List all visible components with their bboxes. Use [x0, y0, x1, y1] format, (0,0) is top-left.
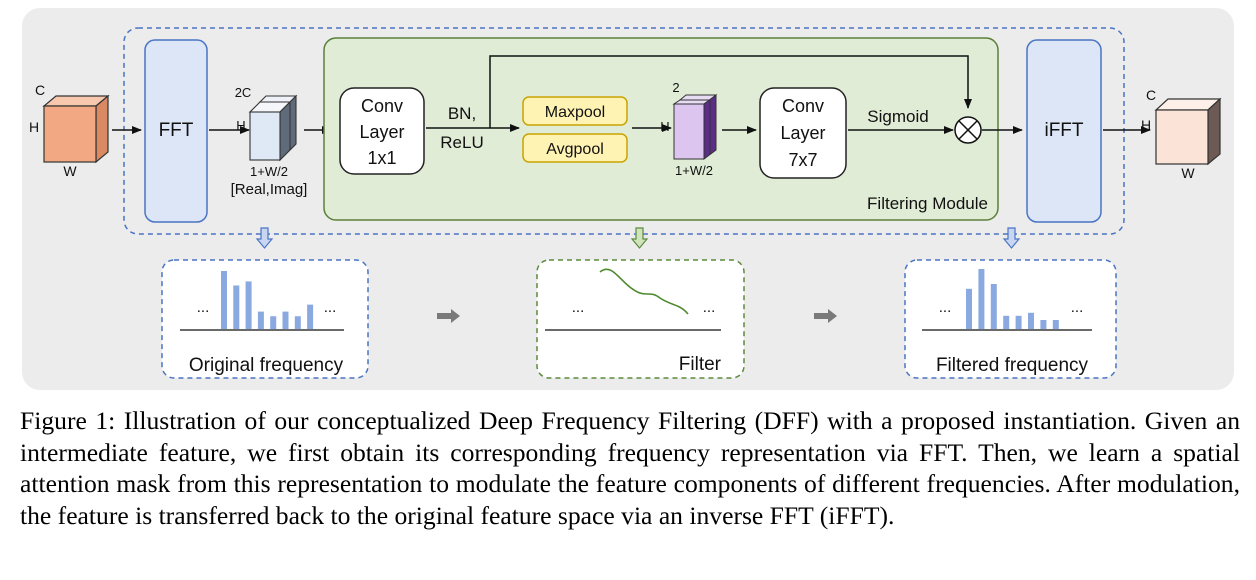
input-h-label: H [29, 119, 39, 135]
spectrum-feature-cube [248, 94, 298, 162]
original-frequency-panel [161, 259, 369, 379]
gray-arrow-2 [814, 309, 837, 323]
input-feature-cube [42, 94, 110, 164]
filtered-ellipsis-right: ... [1071, 299, 1084, 316]
output-h-label: H [1141, 117, 1151, 133]
filtered-frequency-label: Filtered frequency [936, 355, 1089, 376]
output-feature-cube [1154, 97, 1222, 166]
original-ellipsis-right: ... [324, 299, 337, 316]
pooled-w-label: 1+W/2 [675, 163, 713, 178]
filter-panel [536, 259, 745, 379]
ifft-label: iFFT [1044, 120, 1083, 141]
original-bar [221, 271, 227, 329]
original-bar [233, 285, 240, 329]
filtered-ellipsis-left: ... [939, 299, 952, 316]
conv1-line-2: Layer [359, 122, 404, 142]
original-frequency-label: Original frequency [189, 355, 344, 376]
spectrum-w-label: 1+W/2 [250, 164, 288, 179]
original-bar [245, 281, 252, 329]
avgpool-label: Avgpool [546, 141, 604, 158]
spectrum-c-label: 2C [235, 85, 252, 100]
filtered-bar [1015, 315, 1022, 329]
original-bar [282, 311, 289, 329]
sigmoid-label: Sigmoid [867, 107, 928, 126]
original-ellipsis-left: ... [197, 299, 210, 316]
skip-connection-line [489, 55, 972, 128]
filter-curve [599, 268, 689, 315]
input-w-label: W [63, 163, 77, 179]
filtering-module-label: Filtering Module [867, 194, 988, 213]
relu-label: ReLU [440, 133, 483, 152]
original-bar [270, 316, 277, 329]
conv7-line-1: Conv [782, 96, 824, 116]
conv7-line-2: Layer [780, 123, 825, 143]
gray-arrow-1 [437, 309, 460, 323]
dff-diagram: C H W FFT 2C H 1+W/2 [Real,Imag] Filteri… [22, 8, 1234, 390]
maxpool-label: Maxpool [545, 104, 605, 121]
multiply-icon [954, 116, 982, 144]
original-bar [307, 304, 314, 329]
conv7-line-3: 7x7 [788, 150, 817, 170]
avgpool-box [522, 133, 628, 163]
output-w-label: W [1181, 165, 1195, 181]
filtered-frequency-panel [904, 259, 1117, 379]
conv1-line-1: Conv [361, 96, 403, 116]
dff-block-container [123, 27, 1125, 235]
down-arrow-filtered [1002, 227, 1021, 249]
filtered-bar [990, 284, 997, 329]
down-arrow-filter [630, 227, 649, 249]
filter-ellipsis-left: ... [572, 299, 585, 316]
filtered-bar [1040, 320, 1047, 329]
pooled-feature-cube [672, 94, 718, 160]
filtered-bar [978, 269, 985, 329]
pooled-c-label: 2 [672, 80, 679, 95]
caption-text: Illustration of our conceptualized Deep … [20, 406, 1240, 530]
filtered-bar [966, 288, 972, 329]
filtered-bar [1052, 320, 1059, 329]
spectrum-real-imag-label: [Real,Imag] [231, 181, 308, 198]
down-arrow-original [255, 227, 274, 249]
output-c-label: C [1146, 87, 1156, 103]
maxpool-box [522, 96, 628, 126]
conv1-line-3: 1x1 [367, 148, 396, 168]
filtered-bars [966, 269, 1059, 329]
filtered-bar [1003, 315, 1010, 329]
fft-label: FFT [159, 120, 194, 141]
conv-7x7-box [759, 87, 847, 179]
original-bar [257, 311, 264, 329]
conv-1x1-box [339, 87, 425, 175]
ifft-box [1026, 39, 1102, 223]
caption-figure-label: Figure 1: [20, 406, 116, 435]
original-bar [294, 316, 301, 329]
filtered-bar [1028, 312, 1034, 329]
bn-label: BN, [448, 104, 476, 123]
pooled-h-label: H [660, 119, 669, 134]
figure-caption: Figure 1: Illustration of our conceptual… [20, 405, 1240, 531]
filter-label: Filter [679, 354, 722, 375]
spectrum-h-label: H [236, 118, 245, 133]
fft-box [144, 39, 208, 223]
original-bars [221, 271, 314, 329]
input-c-label: C [35, 82, 45, 98]
filter-ellipsis-right: ... [703, 299, 716, 316]
